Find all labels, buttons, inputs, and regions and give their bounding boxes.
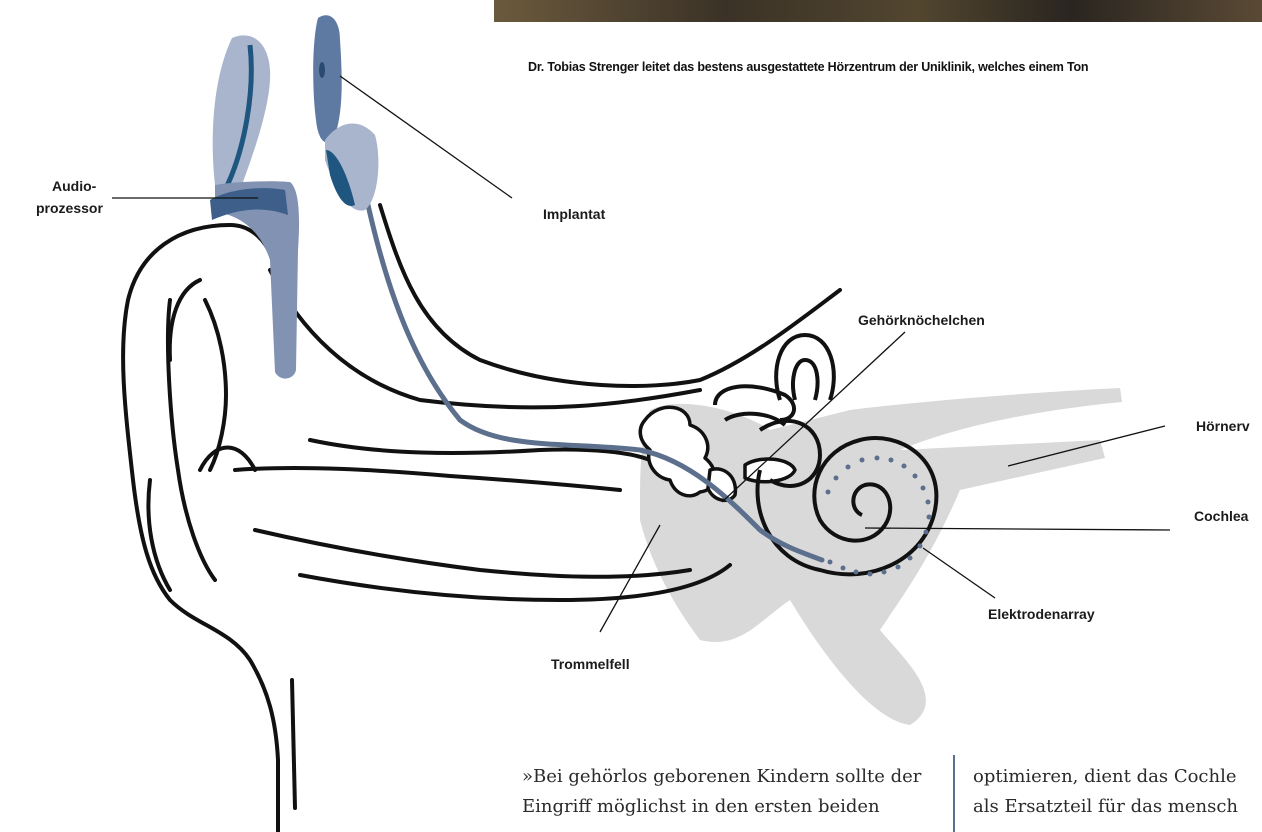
label-gehoerknoechelchen: Gehörknöchelchen [858, 312, 985, 328]
implant-graphic [313, 15, 378, 210]
label-cochlea: Cochlea [1194, 508, 1248, 524]
column-rule [953, 755, 955, 832]
label-audioprozessor-line1: Audio- [52, 178, 96, 194]
body-text-right-line1: optimieren, dient das Cochle [973, 762, 1262, 792]
leader-lines [112, 76, 1170, 632]
body-text-left-line2: Eingriff möglichst in den ersten beiden [522, 792, 932, 822]
label-elektrodenarray: Elektrodenarray [988, 606, 1095, 622]
label-implantat: Implantat [543, 206, 605, 222]
body-text-left-line1: »Bei gehörlos geborenen Kindern sollte d… [522, 762, 932, 792]
outer-ear [123, 225, 295, 832]
label-trommelfell: Trommelfell [551, 656, 630, 672]
label-hoernerv: Hörnerv [1196, 418, 1250, 434]
label-audioprozessor-line2: prozessor [36, 200, 103, 216]
body-text-right-line2: als Ersatzteil für das mensch [973, 792, 1262, 822]
audio-processor-graphic [210, 35, 299, 378]
